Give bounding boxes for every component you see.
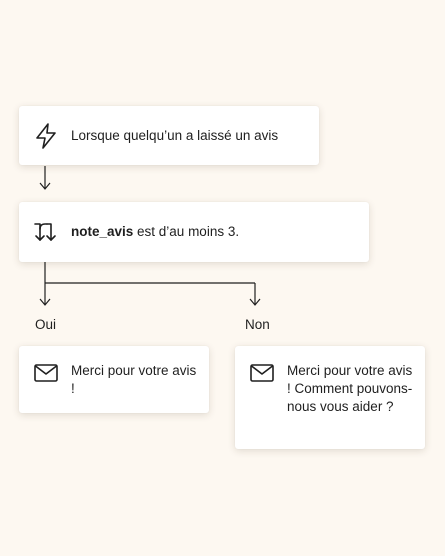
condition-field: note_avis: [71, 224, 134, 239]
branch-arrows-icon: [33, 220, 59, 244]
condition-text: note_avis est d’au moins 3.: [71, 223, 239, 241]
lightning-bolt-icon: [33, 122, 59, 150]
envelope-icon: [249, 362, 275, 384]
trigger-text: Lorsque quelqu’un a laissé un avis: [71, 127, 279, 143]
no-action-card[interactable]: Merci pour votre avis ! Comment pouvons-…: [235, 346, 425, 449]
condition-rule: est d’au moins 3.: [133, 224, 240, 239]
envelope-icon: [33, 362, 59, 384]
branch-label-yes: Oui: [35, 317, 57, 332]
branch-label-no: Non: [245, 317, 270, 332]
trigger-step-card[interactable]: Lorsque quelqu’un a laissé un avis: [19, 106, 319, 165]
condition-step-card[interactable]: note_avis est d’au moins 3.: [19, 202, 369, 262]
yes-action-card[interactable]: Merci pour votre avis !: [19, 346, 209, 413]
no-message: Merci pour votre avis ! Comment pouvons-…: [287, 363, 413, 414]
yes-message: Merci pour votre avis !: [71, 363, 197, 396]
